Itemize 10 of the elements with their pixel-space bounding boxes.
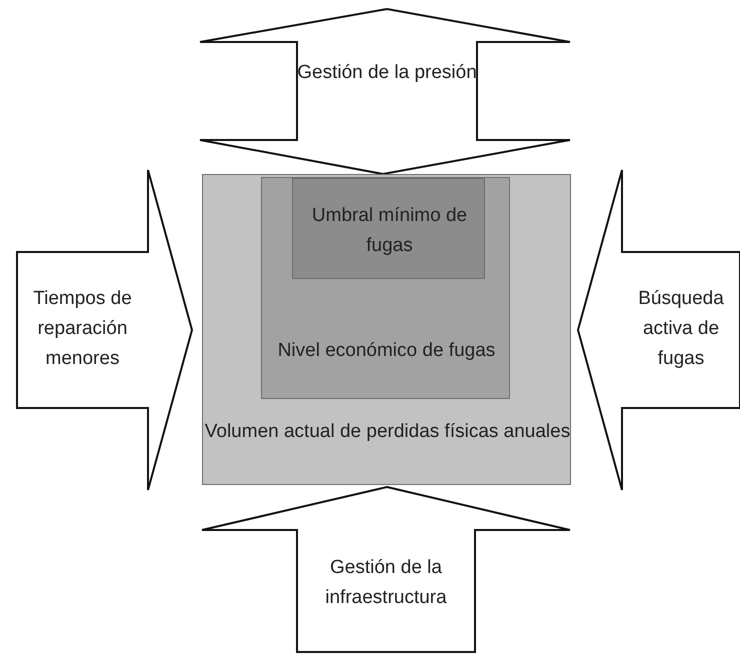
region-label: Nivel económico de fugas [276,339,496,363]
region-box [202,174,571,485]
region-box [292,178,485,279]
arrow-label: Búsqueda activa de fugas [637,287,725,371]
arrow-label: Gestión de la presión [297,61,477,85]
region-label: Volumen actual de perdidas físicas anuales [204,420,572,444]
arrow-label: Tiempos de reparación menores [32,287,133,371]
region-box [261,177,510,399]
arrow-label: Gestión de la infraestructura [324,556,448,610]
region-label: Umbral mínimo de fugas [310,204,468,258]
